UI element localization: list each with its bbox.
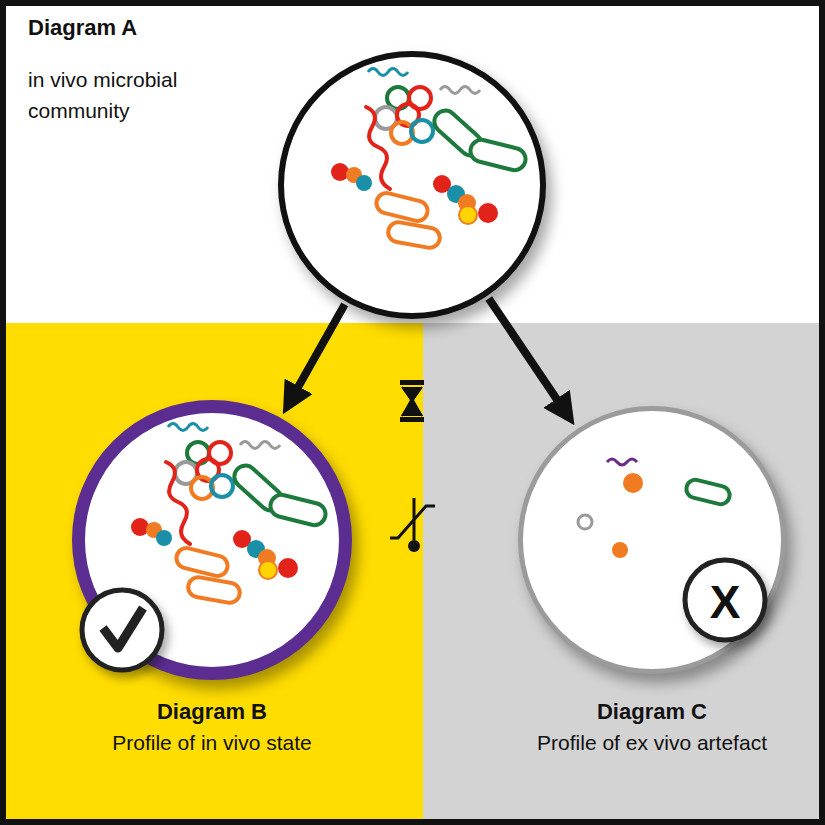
hourglass-bottom xyxy=(401,400,423,416)
thermometer-bulb xyxy=(408,540,420,552)
circle-shape xyxy=(79,407,346,674)
circle-shape xyxy=(521,409,784,672)
artefact-microbes xyxy=(578,459,732,558)
cross-mark: X xyxy=(710,579,741,625)
thermometer-stem xyxy=(413,498,416,540)
coccus-ring xyxy=(578,515,592,529)
flow-arrow xyxy=(489,298,569,417)
diagram-heading: Diagram C xyxy=(472,696,825,727)
circle-shape xyxy=(281,54,543,316)
diagram-heading: Diagram A xyxy=(28,12,288,43)
circle-node: Diagram BProfile of in vivo state xyxy=(72,400,352,680)
diagram-caption: in vivo microbial community xyxy=(28,64,208,126)
hourglass-top xyxy=(402,387,422,400)
preserved-microbes xyxy=(131,424,328,605)
badge-circle xyxy=(82,590,162,670)
circle-node: Diagram CProfile of ex vivo artefact xyxy=(518,406,786,674)
cross-badge xyxy=(685,560,765,640)
flow-arrow xyxy=(288,304,345,405)
hourglass-outline xyxy=(402,387,422,416)
slash-mark xyxy=(390,506,435,538)
badge-circle xyxy=(685,560,765,640)
bacillus xyxy=(684,478,731,506)
squiggle-microbe xyxy=(607,459,637,465)
hourglass-bar xyxy=(400,380,424,385)
in-vivo-microbes xyxy=(331,69,528,250)
diagram-caption: Profile of in vivo state xyxy=(32,727,392,758)
yellow-panel xyxy=(0,323,423,825)
hourglass-icon xyxy=(400,380,424,422)
circle-outline xyxy=(518,406,786,674)
circle-outline xyxy=(72,400,352,680)
no-temperature-icon xyxy=(390,498,435,552)
connector-group xyxy=(288,298,570,417)
diagram-heading: Diagram B xyxy=(32,696,392,727)
hourglass-bar xyxy=(400,417,424,422)
check-badge xyxy=(82,590,162,670)
circle-outline xyxy=(278,51,546,319)
dot-microbe xyxy=(612,542,628,558)
diagram-caption: Profile of ex vivo artefact xyxy=(472,727,825,758)
check-mark xyxy=(103,608,143,648)
circle-node: Diagram Ain vivo microbial community xyxy=(278,51,546,319)
dot-microbe xyxy=(623,473,643,493)
